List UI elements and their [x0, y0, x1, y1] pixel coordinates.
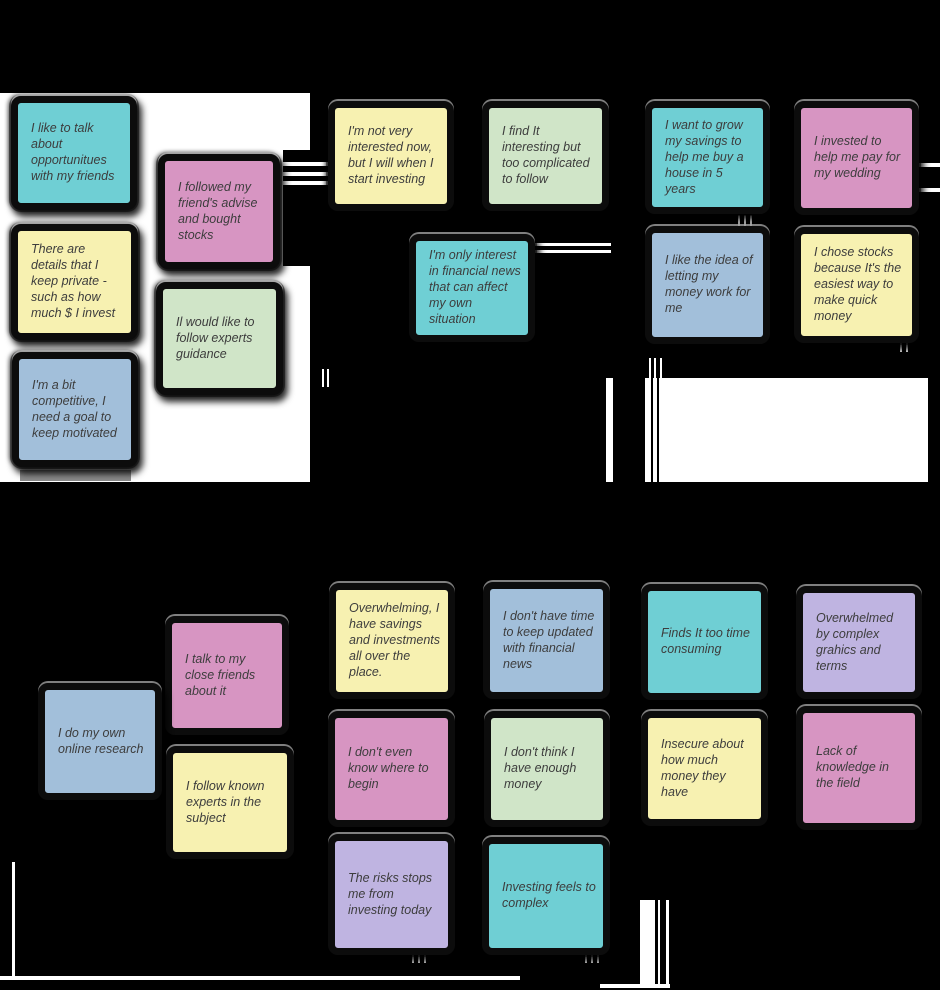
sticky-note-text: Lack of knowledge in the field: [816, 744, 889, 790]
sticky-note-text: I chose stocks because It's the easiest …: [814, 245, 902, 323]
sticky-note-text: Il would like to follow experts guidance: [176, 314, 255, 361]
render-artifact: [0, 976, 520, 980]
render-artifact: [744, 215, 746, 227]
sticky-note-text: I invested to help me pay for my wedding: [814, 134, 901, 180]
render-artifact: [283, 172, 336, 176]
sticky-note-text: Overwhelmed by complex grahics and terms: [816, 610, 894, 673]
sticky-note[interactable]: Overwhelming, I have savings and investm…: [329, 583, 455, 699]
sticky-note[interactable]: I find It interesting but too complicate…: [482, 101, 609, 211]
render-artifact: [597, 953, 599, 963]
render-artifact: [649, 358, 651, 388]
sticky-note[interactable]: I'm not very interested now, but I will …: [328, 101, 454, 211]
sticky-note-text: I'm not very interested now, but I will …: [348, 124, 434, 186]
sticky-note-text: I talk to my close friends about it: [185, 651, 256, 698]
sticky-note[interactable]: I followed my friend's advise and bought…: [158, 154, 280, 269]
render-artifact: [12, 862, 15, 980]
sticky-note[interactable]: I'm only interest in financial news that…: [409, 234, 535, 342]
render-artifact: [327, 369, 329, 387]
sticky-note-text: I find It interesting but too complicate…: [502, 124, 590, 186]
render-artifact: [283, 150, 310, 266]
render-artifact: [531, 243, 611, 246]
render-artifact: [660, 358, 662, 388]
sticky-note-text: I want to grow my savings to help me buy…: [665, 117, 744, 196]
render-artifact: [600, 984, 670, 988]
sticky-note-text: Overwhelming, I have savings and investm…: [349, 601, 441, 679]
sticky-note-text: I do my own online research: [58, 725, 144, 756]
render-artifact: [651, 378, 653, 482]
sticky-note[interactable]: I want to grow my savings to help me buy…: [645, 101, 770, 214]
sticky-note-text: I like the idea of letting my money work…: [665, 253, 753, 315]
render-artifact: [412, 953, 414, 963]
sticky-note[interactable]: The risks stops me from investing today: [328, 834, 455, 955]
sticky-note-text: I follow known experts in the subject: [186, 778, 265, 825]
render-artifact: [658, 900, 660, 984]
sticky-note[interactable]: There are details that I keep private - …: [11, 224, 138, 340]
render-artifact: [591, 953, 593, 963]
sticky-note[interactable]: I follow known experts in the subject: [166, 746, 294, 859]
render-artifact: [585, 953, 587, 963]
sticky-note[interactable]: I chose stocks because It's the easiest …: [794, 227, 919, 343]
render-artifact: [911, 188, 940, 192]
sticky-note-text: I'm only interest in financial news that…: [429, 248, 521, 326]
render-artifact: [424, 953, 426, 963]
sticky-note-text: I don't have time to keep updated with f…: [503, 608, 595, 671]
render-artifact: [283, 162, 336, 166]
sticky-note[interactable]: I invested to help me pay for my wedding: [794, 101, 919, 215]
sticky-note-text: There are details that I keep private - …: [31, 242, 116, 320]
background-patch: [645, 378, 928, 482]
sticky-note[interactable]: I talk to my close friends about it: [165, 616, 289, 735]
render-artifact: [322, 369, 324, 387]
render-artifact: [906, 340, 908, 352]
sticky-note-text: I don't think I have enough money: [504, 745, 577, 791]
render-artifact: [283, 181, 336, 185]
sticky-note[interactable]: Overwhelmed by complex grahics and terms: [796, 586, 922, 699]
sticky-note[interactable]: Il would like to follow experts guidance: [156, 282, 283, 395]
render-artifact: [900, 340, 902, 352]
sticky-note-text: Investing feels to complex: [502, 880, 596, 910]
render-artifact: [738, 215, 740, 227]
sticky-note[interactable]: I don't have time to keep updated with f…: [483, 582, 610, 699]
sticky-note-text: I don't even know where to begin: [348, 745, 429, 791]
render-artifact: [640, 900, 655, 984]
render-artifact: [666, 900, 669, 984]
sticky-note[interactable]: I like the idea of letting my money work…: [645, 226, 770, 344]
sticky-note[interactable]: I like to talk about opportunitues with …: [11, 96, 137, 210]
render-artifact: [657, 378, 659, 482]
sticky-note-text: Insecure about how much money they have: [661, 736, 744, 799]
sticky-note[interactable]: Lack of knowledge in the field: [796, 706, 922, 830]
sticky-note[interactable]: I do my own online research: [38, 683, 162, 800]
sticky-note[interactable]: Insecure about how much money they have: [641, 711, 768, 826]
render-artifact: [750, 215, 752, 227]
sticky-note-text: I'm a bit competitive, I need a goal to …: [32, 377, 117, 440]
sticky-note-text: I followed my friend's advise and bought…: [178, 179, 258, 242]
render-artifact: [606, 378, 613, 482]
sticky-note-text: Finds It too time consuming: [661, 626, 750, 656]
render-artifact: [654, 358, 656, 388]
sticky-note-text: The risks stops me from investing today: [348, 870, 433, 917]
sticky-note[interactable]: I don't even know where to begin: [328, 711, 455, 827]
render-artifact: [418, 953, 420, 963]
sticky-note[interactable]: I'm a bit competitive, I need a goal to …: [12, 352, 138, 467]
sticky-note-text: I like to talk about opportunitues with …: [31, 121, 115, 183]
sticky-note[interactable]: Investing feels to complex: [482, 837, 610, 955]
gray-shadow-bar: [20, 470, 131, 481]
render-artifact: [531, 250, 611, 253]
sticky-note[interactable]: I don't think I have enough money: [484, 711, 610, 827]
render-artifact: [911, 163, 940, 167]
sticky-note[interactable]: Finds It too time consuming: [641, 584, 768, 700]
